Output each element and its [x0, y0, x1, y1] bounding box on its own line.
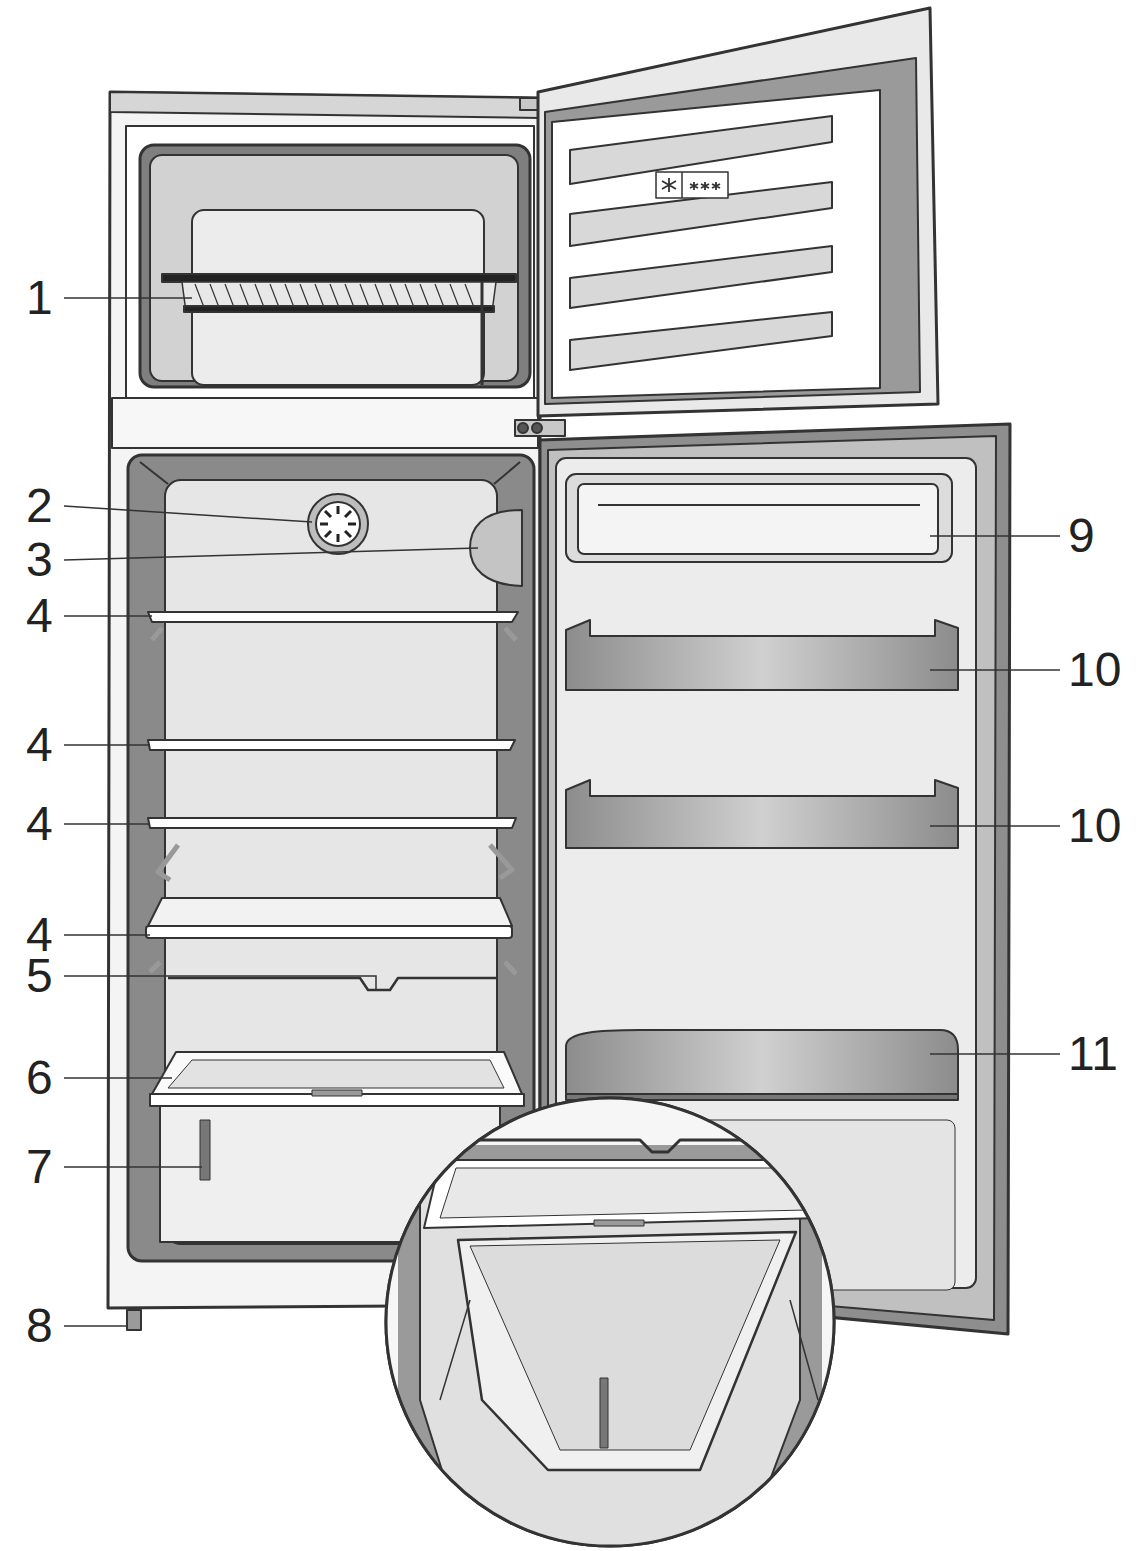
callout-number: 5: [24, 952, 55, 1000]
callout-number: 6: [24, 1054, 55, 1102]
callout-number: 7: [24, 1143, 55, 1191]
leader-lines: [64, 298, 1060, 1326]
callout-number: 8: [24, 1302, 55, 1350]
callout-number: 1: [24, 274, 55, 322]
callout-number: 10: [1066, 646, 1123, 694]
callout-number: 9: [1066, 512, 1097, 560]
callout-number: 4: [24, 800, 55, 848]
callout-number: 4: [24, 721, 55, 769]
callout-number: 10: [1066, 802, 1123, 850]
callout-number: 3: [24, 536, 55, 584]
callout-number: 2: [24, 482, 55, 530]
callout-number: 4: [24, 592, 55, 640]
callout-number: 11: [1066, 1030, 1120, 1078]
